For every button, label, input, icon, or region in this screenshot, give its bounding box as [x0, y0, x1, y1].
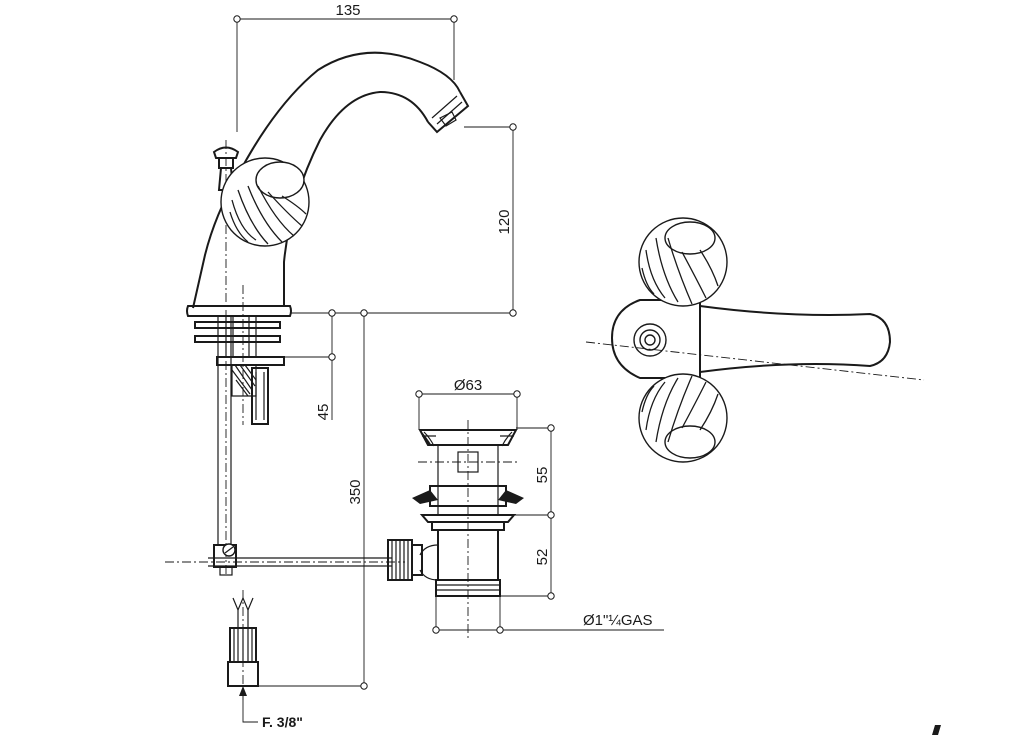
waste-dimensions: Ø63 55 52 Ø1"¼GAS — [415, 377, 664, 634]
mixer-side-view — [165, 51, 470, 723]
mixer-dimensions: 135 120 45 350 F. 3/8" — [233, 2, 517, 730]
waste-assembly — [387, 420, 524, 638]
dimension-waste-thread: Ø1"¼GAS — [583, 612, 653, 629]
dimension-waste-diameter: Ø63 — [454, 377, 482, 394]
dimension-waste-lower: 52 — [534, 549, 551, 566]
dimension-deck-thickness: 45 — [315, 404, 332, 421]
dimension-total-length: 350 — [347, 479, 364, 504]
corner-mark — [932, 725, 941, 735]
dimension-waste-upper: 55 — [534, 467, 551, 484]
mixer-top-view — [585, 217, 925, 463]
dimension-spout-reach: 135 — [335, 2, 360, 19]
label-supply-connection: F. 3/8" — [262, 714, 303, 730]
dimension-spout-height: 120 — [496, 209, 513, 234]
